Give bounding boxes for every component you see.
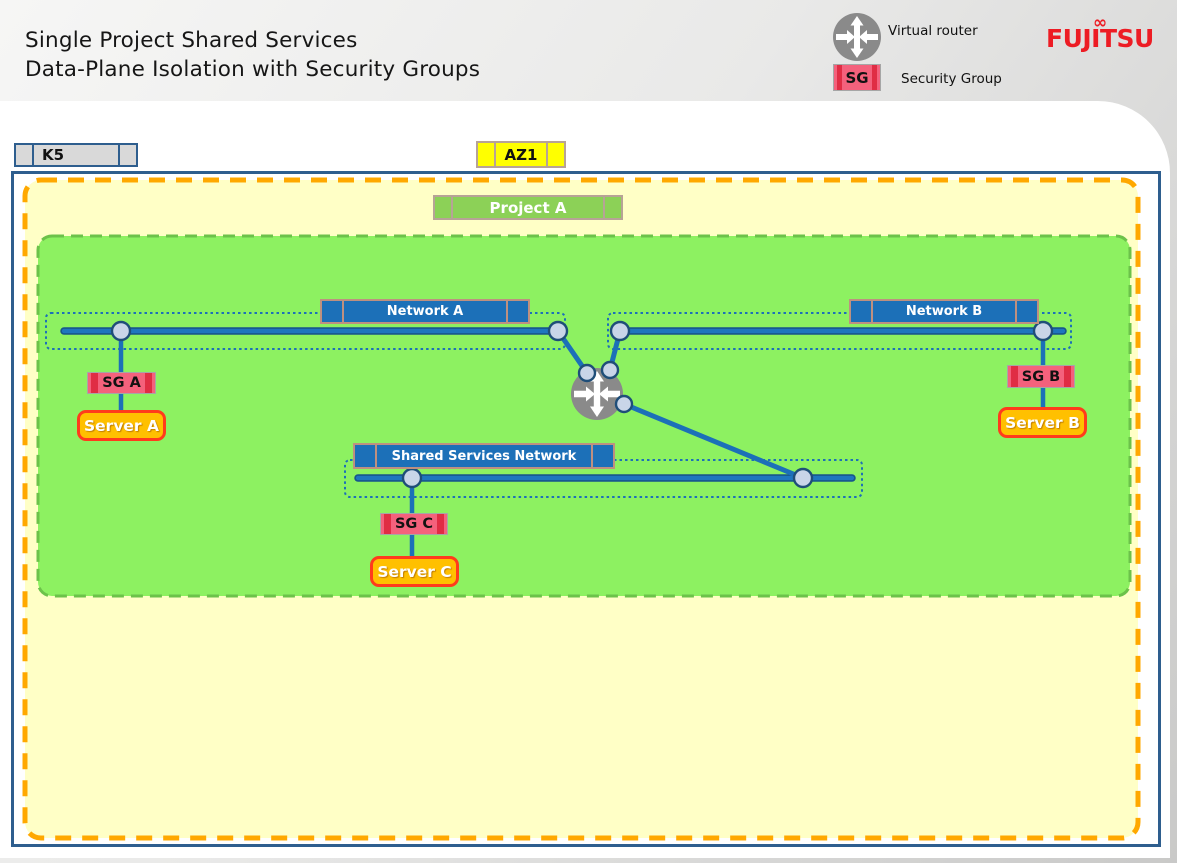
attach-point-server-a: [110, 320, 132, 342]
k5-badge: K5: [14, 143, 138, 167]
network-a-right-seg: [506, 301, 528, 322]
security-group-legend-label: Security Group: [901, 71, 1002, 87]
az1-badge-right-seg: [546, 143, 564, 166]
project-a-badge: Project A: [433, 195, 623, 220]
network-b-label-text: Network B: [905, 304, 983, 319]
project-a-label: Project A: [489, 198, 567, 217]
network-b-boundary: [607, 312, 1072, 350]
sg-bar-left: [1011, 366, 1018, 387]
server-b-node: Server B: [998, 407, 1087, 438]
project-a-right-seg: [603, 197, 621, 218]
server-a-node: Server A: [77, 410, 166, 441]
fujitsu-logo: FUJITSU ∞: [1046, 13, 1154, 53]
network-a-label: Network A: [320, 299, 530, 324]
network-a-left-seg: [322, 301, 344, 322]
sg-bar-left: [91, 373, 98, 393]
router-port-shared: [614, 394, 634, 414]
link-router-shared-network: [621, 401, 806, 481]
network-b-right-seg: [1015, 301, 1037, 322]
sg-b-label: SG B: [1021, 368, 1061, 385]
virtual-router-legend-label: Virtual router: [888, 23, 978, 39]
sg-bar-left: [384, 514, 391, 534]
sg-c-badge: SG C: [380, 513, 448, 535]
server-b-label: Server B: [1005, 413, 1080, 432]
attach-point-server-b: [1032, 320, 1054, 342]
server-a-label: Server A: [84, 416, 159, 435]
page-title: Single Project Shared Services Data-Plan…: [25, 26, 480, 84]
attach-point-network-b-router: [609, 320, 631, 342]
sg-bar-left: [837, 65, 843, 90]
sg-bar-right: [437, 514, 444, 534]
sg-legend-text: SG: [845, 68, 869, 87]
sg-bar-right: [871, 65, 877, 90]
security-group-legend-badge: SG: [833, 64, 881, 91]
sg-c-label: SG C: [394, 516, 434, 532]
network-a-label-text: Network A: [386, 304, 464, 319]
k5-badge-right-seg: [118, 145, 136, 165]
az1-badge: AZ1: [476, 141, 566, 168]
network-b-label: Network B: [849, 299, 1039, 324]
shared-services-label-text: Shared Services Network: [391, 448, 577, 464]
shared-services-left-seg: [355, 445, 377, 467]
sg-b-badge: SG B: [1007, 365, 1075, 388]
attach-point-server-c: [401, 467, 423, 489]
shared-services-network-label: Shared Services Network: [353, 443, 615, 469]
virtual-router-legend-icon: [833, 13, 881, 61]
title-line-2: Data-Plane Isolation with Security Group…: [25, 57, 481, 82]
fujitsu-wordmark: FUJITSU: [1046, 24, 1154, 53]
sg-bar-right: [1064, 366, 1071, 387]
project-a-left-seg: [435, 197, 453, 218]
network-b-left-seg: [851, 301, 873, 322]
sg-a-badge: SG A: [87, 372, 156, 394]
shared-services-right-seg: [591, 445, 613, 467]
server-c-node: Server C: [370, 556, 459, 587]
k5-badge-left-seg: [16, 145, 34, 165]
az1-badge-label: AZ1: [504, 145, 538, 164]
router-port-b: [600, 360, 620, 380]
az1-badge-left-seg: [478, 143, 496, 166]
title-line-1: Single Project Shared Services: [25, 28, 358, 53]
attach-point-network-a-router: [547, 320, 569, 342]
sg-a-label: SG A: [102, 375, 141, 391]
sg-bar-right: [145, 373, 152, 393]
fujitsu-infinity-mark: ∞: [1093, 13, 1108, 33]
router-port-a: [577, 363, 597, 383]
attach-point-shared-router: [792, 467, 814, 489]
server-c-label: Server C: [377, 562, 452, 581]
k5-badge-label: K5: [42, 146, 65, 164]
